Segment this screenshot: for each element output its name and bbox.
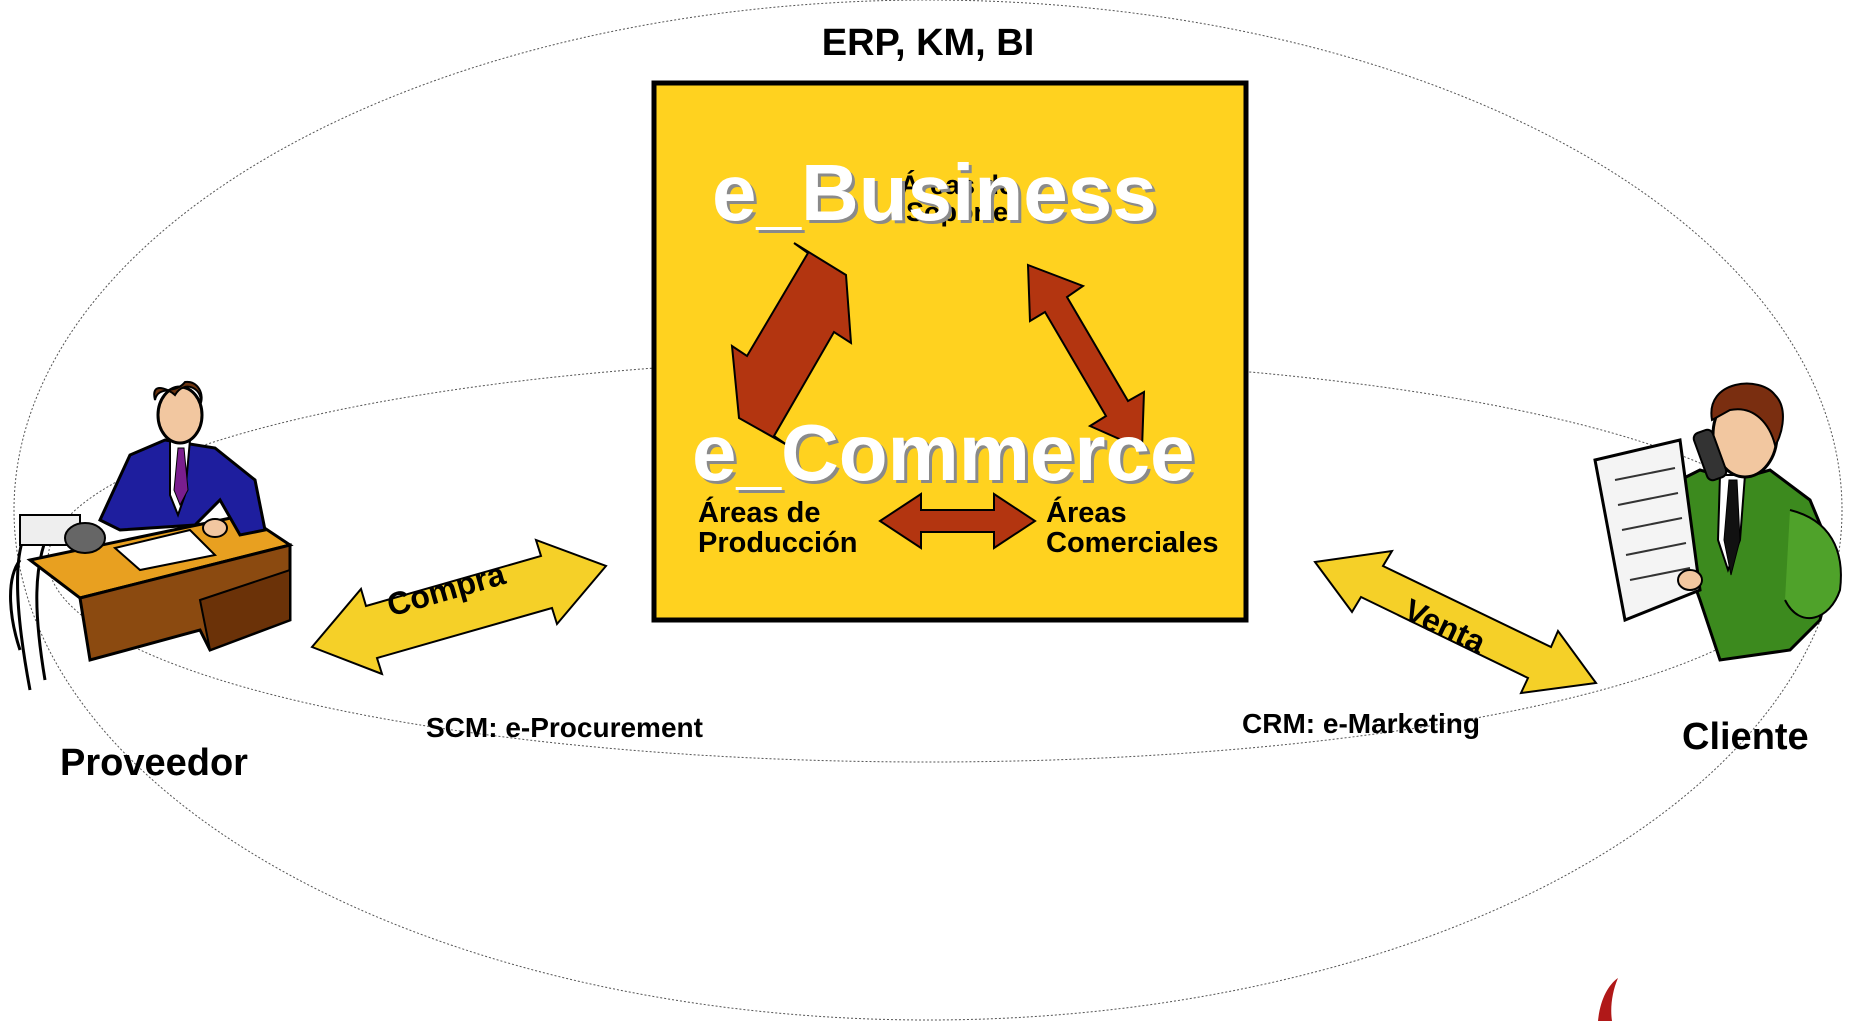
support-areas-line-1: Áreas de	[900, 170, 1015, 200]
production-areas-line-1: Áreas de	[698, 497, 821, 529]
production-areas-label: Áreas de Producción	[698, 498, 858, 558]
e-commerce-title: e_Commerce	[692, 408, 1195, 497]
e-business-title: e_Business	[712, 148, 1157, 237]
commercial-areas-label: Áreas Comerciales	[1046, 498, 1219, 558]
arrow-production-commercial	[878, 492, 1037, 550]
arrow-sale	[1313, 549, 1598, 695]
outer-ellipse	[13, 0, 1843, 1021]
production-areas-line-2: Producción	[698, 527, 858, 559]
crm-label: CRM: e-Marketing	[1242, 708, 1481, 739]
arrow-support-commercial	[1026, 263, 1146, 451]
supplier-label: Proveedor	[60, 742, 248, 784]
arrow-support-production	[730, 242, 853, 446]
support-areas-label: Áreas de Soporte	[900, 172, 1014, 226]
commercial-areas-line-2: Comerciales	[1046, 527, 1219, 559]
customer-label: Cliente	[1682, 716, 1809, 758]
supplier-businessman-icon	[9, 380, 294, 691]
support-areas-line-2: Soporte	[906, 197, 1009, 227]
commercial-areas-line-1: Áreas	[1046, 497, 1127, 529]
corner-logo-icon	[1598, 978, 1618, 1021]
scm-label: SCM: e-Procurement	[426, 712, 703, 743]
arrow-purchase	[310, 538, 608, 676]
customer-phone-icon	[1593, 382, 1842, 662]
top-label: ERP, KM, BI	[821, 22, 1035, 64]
